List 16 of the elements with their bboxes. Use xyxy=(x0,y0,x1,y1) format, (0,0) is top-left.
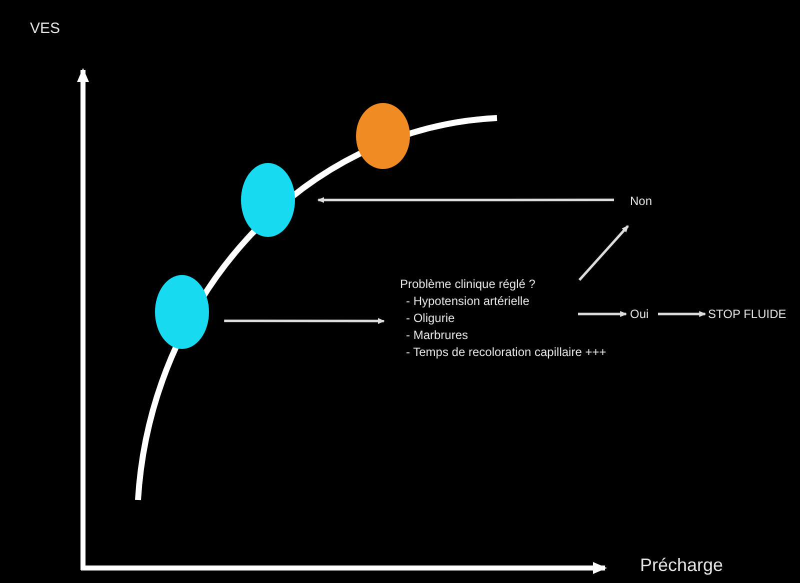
list-item: - Oligurie xyxy=(406,310,456,327)
answer-text: Non xyxy=(630,192,652,210)
arrow xyxy=(578,225,629,281)
arrow xyxy=(317,197,614,203)
list-item: - Temps de recoloration capillaire +++ xyxy=(406,344,606,361)
circle-marker xyxy=(241,163,295,237)
arrow xyxy=(658,311,706,317)
answer-text: Oui xyxy=(630,305,649,323)
arrow xyxy=(224,318,385,324)
list-item: - Marbrures xyxy=(406,327,470,344)
list-item: - Hypotension artérielle xyxy=(406,293,530,310)
axis-label: Précharge xyxy=(640,555,724,576)
answer-text: STOP FLUIDE xyxy=(708,305,786,323)
question-text: Problème clinique réglé ? xyxy=(400,277,536,291)
arrow xyxy=(578,311,628,317)
axis-label: VES xyxy=(30,20,60,37)
